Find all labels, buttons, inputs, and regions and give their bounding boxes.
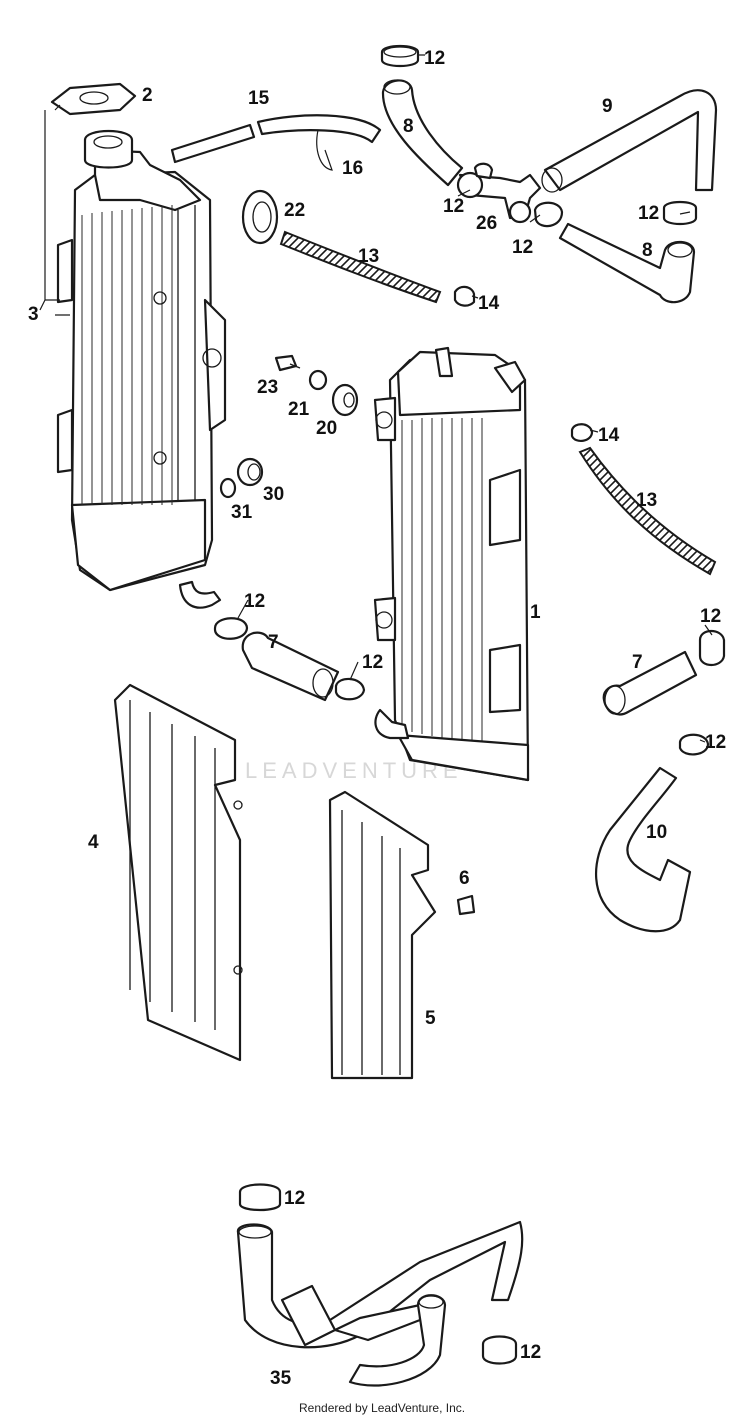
callout-13-right: 13	[636, 490, 657, 511]
radiator-hose-lower-right	[558, 222, 696, 304]
left-radiator	[56, 130, 227, 609]
radiator-hose-10	[594, 766, 692, 933]
footer-credit: Rendered by LeadVenture, Inc.	[299, 1401, 465, 1415]
callout-15: 15	[248, 88, 270, 109]
radiator-hose-7-left	[241, 631, 340, 702]
overflow-hose	[170, 114, 382, 164]
radiator-cap	[50, 82, 137, 116]
leader-lines	[39, 54, 713, 743]
rubber-bushing	[331, 383, 359, 417]
callout-22: 22	[284, 200, 305, 221]
callout-12-lower-top: 12	[284, 1188, 305, 1209]
callout-2: 2	[142, 85, 153, 106]
callout-12-top: 12	[424, 48, 445, 69]
sealing-ring	[219, 477, 237, 499]
callout-30: 30	[263, 484, 284, 505]
radiator-shroud-right	[328, 790, 437, 1080]
small-clamp-upper	[453, 285, 476, 307]
callout-14-upper: 14	[478, 293, 500, 314]
radiator-hose-7-right	[602, 650, 698, 716]
callout-14-right: 14	[598, 425, 620, 446]
callout-8-right: 8	[642, 240, 653, 261]
callout-12-hose7-right: 12	[700, 606, 721, 627]
bolt	[274, 354, 301, 372]
callout-6: 6	[459, 868, 470, 889]
hose-clamp-7-right	[698, 629, 726, 667]
radiator-shroud-left	[113, 683, 243, 1062]
grommet	[241, 189, 279, 245]
callout-13-upper: 13	[358, 246, 379, 267]
callout-7-left: 7	[268, 632, 279, 653]
callout-8-left: 8	[403, 116, 414, 137]
callout-3: 3	[28, 304, 39, 325]
braided-hose-upper	[279, 230, 442, 304]
callout-12-lower-bottom: 12	[520, 1342, 541, 1363]
hose-clamp-right	[662, 200, 698, 226]
callout-35: 35	[270, 1368, 292, 1389]
callout-10: 10	[646, 822, 667, 843]
drain-plug	[236, 457, 264, 487]
fastener-clip	[456, 894, 476, 916]
callout-16: 16	[342, 158, 363, 179]
callout-31: 31	[231, 502, 253, 523]
callout-12-hose7-left-a: 12	[244, 591, 265, 612]
callout-7-right: 7	[632, 652, 643, 673]
callout-5: 5	[425, 1008, 436, 1029]
callout-9: 9	[602, 96, 613, 117]
callout-4: 4	[88, 832, 99, 853]
callout-26: 26	[476, 213, 497, 234]
callout-12-hose7-left-b: 12	[362, 652, 383, 673]
callout-12-y-right: 12	[512, 237, 533, 258]
braided-hose-right	[578, 446, 717, 576]
coolant-hose-assembly	[236, 1220, 524, 1387]
callout-12-y-left: 12	[443, 196, 464, 217]
hose-clamp-7-left-b	[334, 677, 366, 701]
right-radiator	[373, 346, 530, 782]
hose-clamp-10	[678, 733, 710, 756]
hose-clamp-7-left-a	[213, 617, 249, 640]
callout-1: 1	[530, 602, 541, 623]
hose-clamp-lower-top	[238, 1183, 282, 1212]
callout-12-hose10: 12	[705, 732, 726, 753]
hose-clamp-top	[380, 44, 420, 68]
washer	[308, 369, 328, 391]
callout-23: 23	[257, 377, 278, 398]
hose-clamp-mid	[533, 201, 564, 228]
callout-21: 21	[288, 399, 310, 420]
small-clamp-right	[570, 423, 594, 442]
hose-clip	[316, 129, 333, 171]
callout-20: 20	[316, 418, 337, 439]
callout-12-right: 12	[638, 203, 659, 224]
radiator-hose-upper-left	[381, 79, 464, 187]
radiator-hose-9	[543, 89, 718, 192]
hose-clamp-lower-bottom	[481, 1335, 518, 1365]
